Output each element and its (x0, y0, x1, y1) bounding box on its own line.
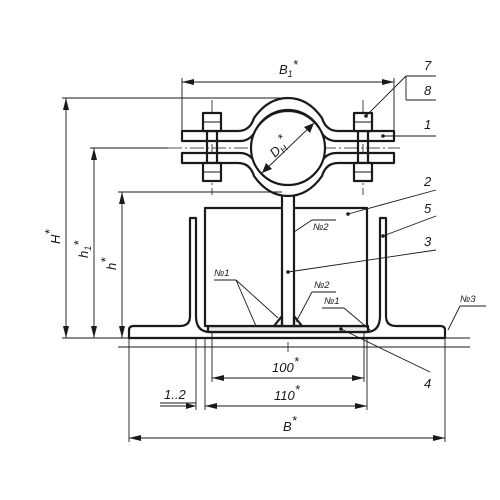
part-5-label: 5 (424, 201, 432, 216)
dim-H-label: H* (42, 229, 63, 244)
weld-callout-1-left (214, 279, 279, 327)
callout-4 (339, 327, 431, 373)
weld-1-left-label: №1 (214, 268, 230, 279)
dim-B (128, 338, 446, 442)
dim-h (118, 191, 282, 338)
dim-h1-label: h1* (71, 240, 93, 258)
weld-1-right-label: №1 (324, 296, 340, 307)
dim-B-label: B* (283, 413, 298, 434)
part-8-label: 8 (424, 83, 432, 98)
left-bolt (201, 111, 223, 183)
dim-B1-label: B1* (279, 57, 299, 79)
pipe-clamp (180, 96, 396, 198)
weld-callout-3 (447, 305, 486, 331)
weld-callout-2-upper (293, 219, 336, 233)
dim-h1 (90, 147, 168, 338)
dim-h-label: h* (98, 257, 119, 270)
vertical-rib (280, 190, 296, 328)
dim-H (62, 97, 288, 339)
diameter-arrow-1 (262, 163, 272, 173)
dim-B1 (181, 78, 395, 131)
part-2-label: 2 (423, 174, 432, 189)
part-7-label: 7 (424, 58, 432, 73)
weld-3-label: №3 (460, 294, 476, 305)
callout-7-8 (364, 75, 436, 118)
dim-110-label: 110* (274, 382, 301, 403)
weld-2-upper-label: №2 (313, 222, 329, 233)
diameter-arrow-2 (304, 123, 314, 133)
dim-gap-label: 1..2 (164, 387, 186, 402)
dim-100-label: 100* (272, 354, 300, 375)
weld-callout-1-right (322, 307, 371, 331)
diameter-line (261, 122, 315, 174)
part-1-label: 1 (424, 117, 431, 132)
part-3-label: 3 (424, 234, 432, 249)
support-base (118, 190, 470, 348)
weld-right (292, 314, 304, 328)
callout-5 (381, 215, 437, 238)
right-bolt (352, 111, 374, 183)
weld-callout-2-lower (295, 291, 336, 323)
dim-gap (160, 338, 215, 410)
weld-left (272, 314, 284, 328)
part-4-label: 4 (424, 376, 431, 391)
callout-3 (286, 249, 437, 274)
callout-2 (346, 189, 437, 216)
callout-1 (381, 134, 436, 138)
weld-2-lower-label: №2 (314, 280, 330, 291)
